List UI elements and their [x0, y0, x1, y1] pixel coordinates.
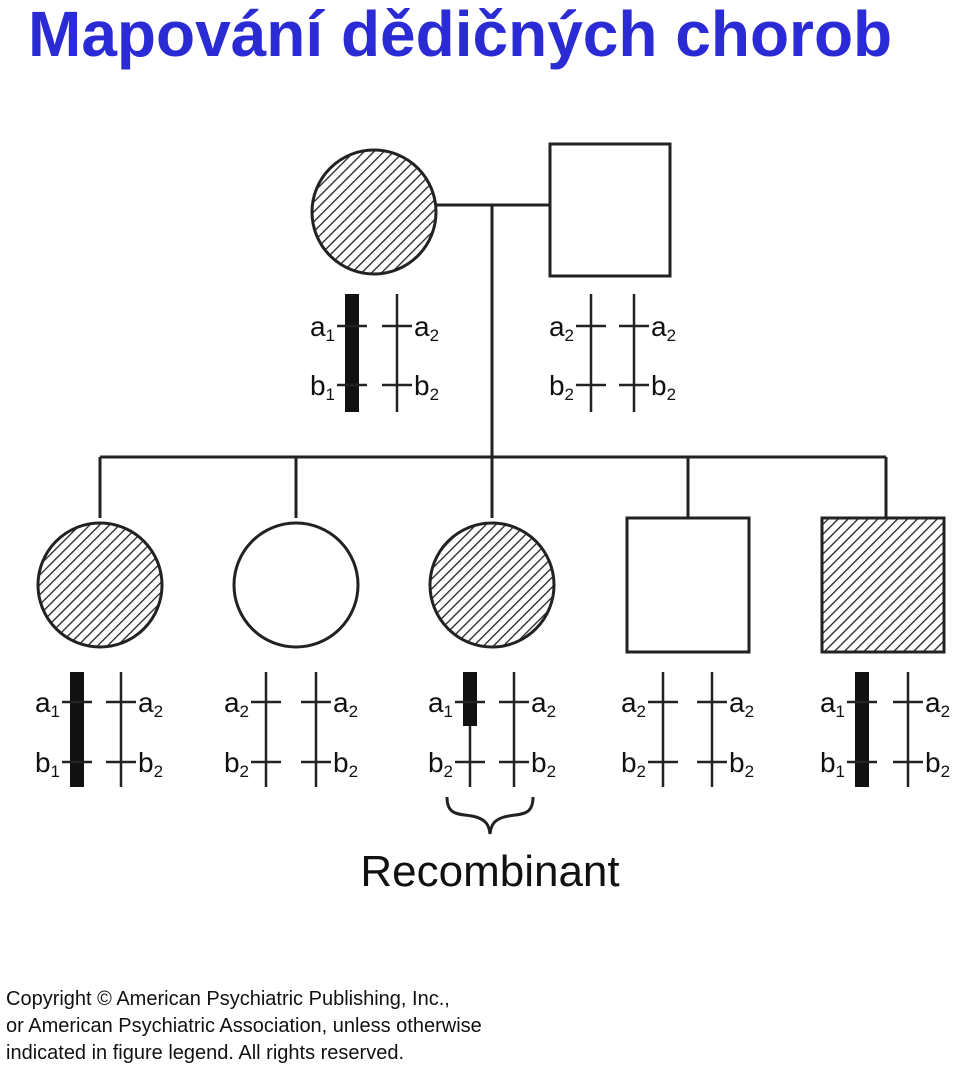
copyright-line-3: indicated in figure legend. All rights r… — [6, 1042, 405, 1064]
child-1-chromosome-2-allele-b: b2 — [138, 747, 163, 781]
copyright-notice: Copyright © American Psychiatric Publish… — [6, 986, 706, 1067]
child-4-chromosomes: a2 b2 a2 b2 — [621, 672, 754, 787]
mother-chromosome-1-allele-a: a1 — [310, 311, 335, 345]
child-1-chromosomes: a1 b1 a2 b2 — [35, 672, 163, 787]
child-3-chromosome-1-allele-b: b2 — [428, 747, 453, 781]
copyright-line-2: or American Psychiatric Association, unl… — [6, 1015, 482, 1037]
child-3-chromosome-2-allele-b: b2 — [531, 747, 556, 781]
father-chromosome-1-allele-b: b2 — [549, 370, 574, 404]
child-4-chromosome-1-allele-b: b2 — [621, 747, 646, 781]
child-3-circle — [428, 521, 556, 649]
child-4-chromosome-2-allele-b: b2 — [729, 747, 754, 781]
recombinant-annotation: Recombinant — [360, 796, 620, 896]
pedigree-lines — [98, 203, 888, 518]
child-2-circle — [232, 521, 360, 649]
recombinant-brace — [445, 796, 535, 835]
child-5-chromosome-1-allele-b: b1 — [820, 747, 845, 781]
child-2-chromosome-1-allele-b: b2 — [224, 747, 249, 781]
mother-chromosomes: a1 b1 a2 b2 — [310, 294, 439, 412]
child-1-chromosome-1 — [70, 672, 84, 787]
child-5-chromosomes: a1 b1 a2 b2 — [820, 672, 950, 787]
child-4-chromosome-2-allele-a: a2 — [729, 687, 754, 721]
mother-circle — [310, 148, 438, 276]
father-square — [548, 142, 672, 278]
father-chromosome-2-allele-a: a2 — [651, 311, 676, 345]
father-chromosomes: a2 b2 a2 b2 — [549, 294, 676, 412]
mother-chromosome-1-allele-b: b1 — [310, 370, 335, 404]
pedigree-symbols — [36, 142, 946, 654]
child-3-chromosomes: a1 b2 a2 b2 — [428, 672, 556, 787]
child-5-square — [820, 516, 946, 654]
child-2-chromosome-1-allele-a: a2 — [224, 687, 249, 721]
copyright-line-1: Copyright © American Psychiatric Publish… — [6, 988, 450, 1010]
child-5-chromosome-2-allele-b: b2 — [925, 747, 950, 781]
child-5-chromosome-1-allele-a: a1 — [820, 687, 845, 721]
father-chromosome-2-allele-b: b2 — [651, 370, 676, 404]
mother-chromosome-1 — [345, 294, 359, 412]
child-5-chromosome-1 — [855, 672, 869, 787]
child-4-square — [625, 516, 751, 654]
child-3-chromosome-2-allele-a: a2 — [531, 687, 556, 721]
child-2-chromosome-2-allele-a: a2 — [333, 687, 358, 721]
mother-chromosome-2-allele-a: a2 — [414, 311, 439, 345]
chromosome-diagrams: a1 b1 a2 b2 a2 b2 a2 b2 a1 b1 a2 b2 a2 b2 a2 b2 a1 b2 a2 b2… — [35, 294, 950, 787]
recombinant-label: Recombinant — [360, 847, 619, 896]
father-chromosome-1-allele-a: a2 — [549, 311, 574, 345]
child-1-chromosome-1-allele-a: a1 — [35, 687, 60, 721]
child-1-chromosome-2-allele-a: a2 — [138, 687, 163, 721]
child-4-chromosome-1-allele-a: a2 — [621, 687, 646, 721]
child-2-chromosomes: a2 b2 a2 b2 — [224, 672, 358, 787]
child-3-chromosome-1-thick-part — [463, 672, 477, 726]
mother-chromosome-2-allele-b: b2 — [414, 370, 439, 404]
slide-title: Mapování dědičných chorob — [28, 0, 893, 70]
child-3-chromosome-1-allele-a: a1 — [428, 687, 453, 721]
child-1-circle — [36, 521, 164, 649]
child-1-chromosome-1-allele-b: b1 — [35, 747, 60, 781]
child-2-chromosome-2-allele-b: b2 — [333, 747, 358, 781]
child-5-chromosome-2-allele-a: a2 — [925, 687, 950, 721]
